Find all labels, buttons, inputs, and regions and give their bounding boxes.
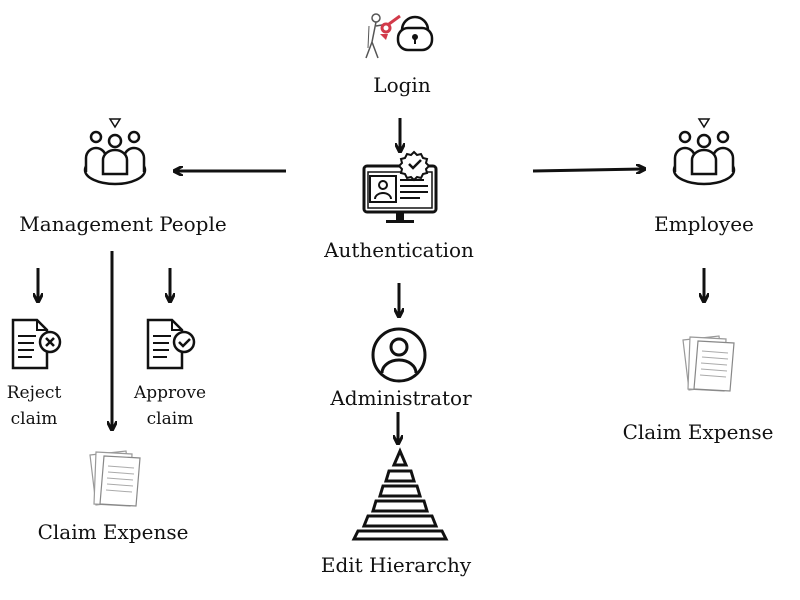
hierarchy-pyramid-icon [351,447,449,541]
approve-claim-line2: claim [146,409,194,429]
claim-expense-left-icon [89,450,141,507]
login-label: Login [373,73,431,97]
document-approve-icon [146,318,196,370]
claim-expense-left-label: Claim Expense [37,520,189,544]
reject-claim-line1: Reject [6,383,62,403]
management-people-icon [83,118,147,186]
login-icon [365,13,434,59]
authentication-label: Authentication [324,238,474,262]
administrator-user-icon [371,327,427,383]
claim-expense-right-label: Claim Expense [622,420,774,444]
administrator-label: Administrator [330,386,472,410]
claim-expense-right-icon [682,335,735,392]
approve-claim-label: Approve claim [134,380,206,432]
approve-claim-line1: Approve [133,383,207,403]
reject-claim-label: Reject claim [7,380,62,432]
reject-claim-line2: claim [10,409,58,429]
management-people-label: Management People [19,212,227,236]
employee-label: Employee [654,212,754,236]
arrow-auth-employee [532,169,643,171]
edit-hierarchy-label: Edit Hierarchy [320,553,472,577]
document-reject-icon [11,318,62,370]
authentication-icon [362,150,438,223]
employee-people-icon [672,118,736,186]
